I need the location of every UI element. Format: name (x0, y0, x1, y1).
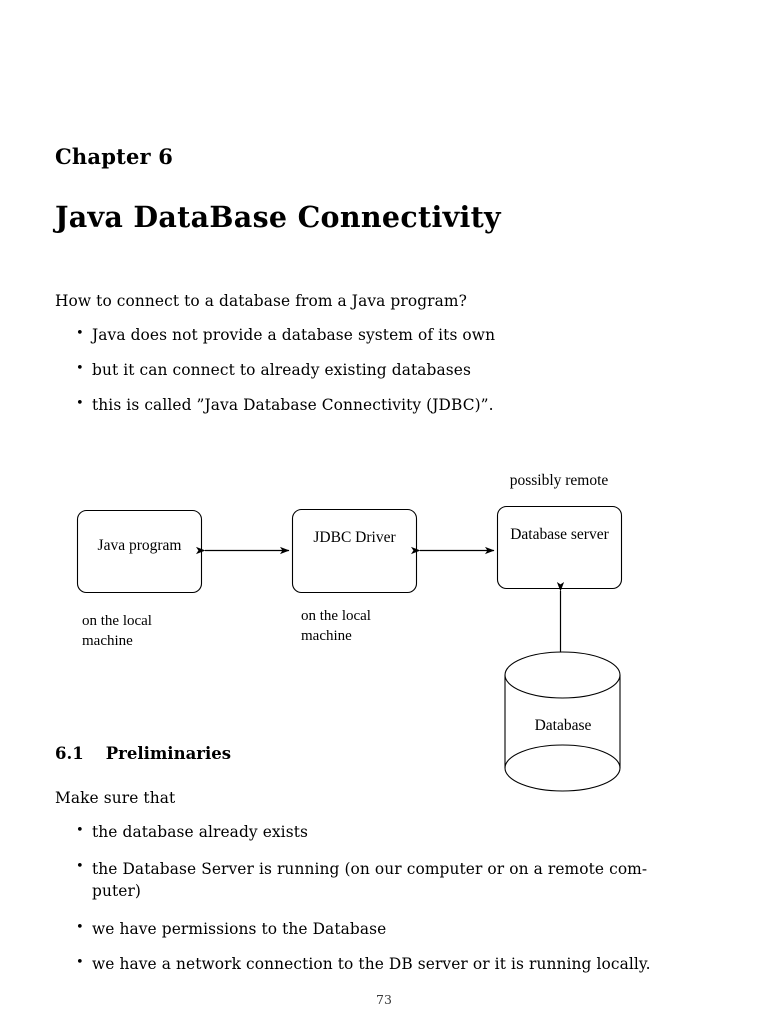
bullet-icon: • (76, 859, 84, 874)
caption-line-2: machine (82, 632, 133, 649)
intro-bullet-list: • Java does not provide a database syste… (70, 326, 670, 431)
caption-line-1: on the local (82, 613, 152, 629)
bullet-icon: • (76, 823, 84, 838)
list-item-label: we have permissions to the Database (92, 919, 387, 938)
list-item: • the database already exists (70, 823, 660, 841)
list-item: • this is called ”Java Database Connecti… (70, 396, 670, 414)
chapter-label: Chapter 6 (55, 144, 174, 169)
page-number: 73 (376, 992, 392, 1007)
remote-note: possibly remote (509, 472, 609, 489)
list-item-label: the database already exists (92, 823, 308, 841)
list-item: • we have a network connection to the DB… (70, 955, 660, 973)
jdbc-driver-caption: on the local machine (301, 607, 371, 647)
bullet-icon: • (76, 396, 84, 411)
list-item: • but it can connect to already existing… (70, 361, 670, 379)
box-label-database-server: Database server (510, 526, 609, 543)
bullet-icon: • (76, 954, 84, 970)
box-label-java-program: Java program (97, 537, 182, 554)
list-item: • the Database Server is running (on our… (70, 858, 667, 903)
bullet-icon: • (76, 919, 84, 935)
section-number: 6.1 (55, 744, 84, 763)
list-item: • we have permissions to the Database (70, 920, 660, 938)
list-item-label: this is called ”Java Database Connectivi… (92, 396, 494, 414)
bullet-icon: • (76, 361, 84, 376)
list-item: • Java does not provide a database syste… (70, 326, 670, 344)
intro-paragraph: How to connect to a database from a Java… (55, 292, 467, 310)
box-label-jdbc-driver: JDBC Driver (313, 529, 396, 546)
page-title: Java DataBase Connectivity (55, 200, 501, 234)
list-item-label: we have a network connection to the DB s… (92, 954, 651, 973)
bullet-icon: • (76, 326, 84, 341)
caption-line-2: machine (301, 627, 352, 644)
section-title: Preliminaries (105, 744, 232, 763)
caption-line-1: on the local (301, 608, 371, 624)
section-heading: 6.1 Preliminaries (55, 744, 231, 763)
java-program-caption: on the local machine (82, 612, 152, 652)
list-item-label: Java does not provide a database system … (92, 326, 496, 344)
preliminaries-bullet-list: • the database already exists • the Data… (70, 823, 660, 990)
section-lead-in: Make sure that (55, 789, 176, 807)
list-item-label: but it can connect to already existing d… (92, 361, 471, 379)
cylinder-label-database: Database (534, 717, 592, 734)
list-item-label: the Database Server is running (on our c… (92, 860, 648, 901)
